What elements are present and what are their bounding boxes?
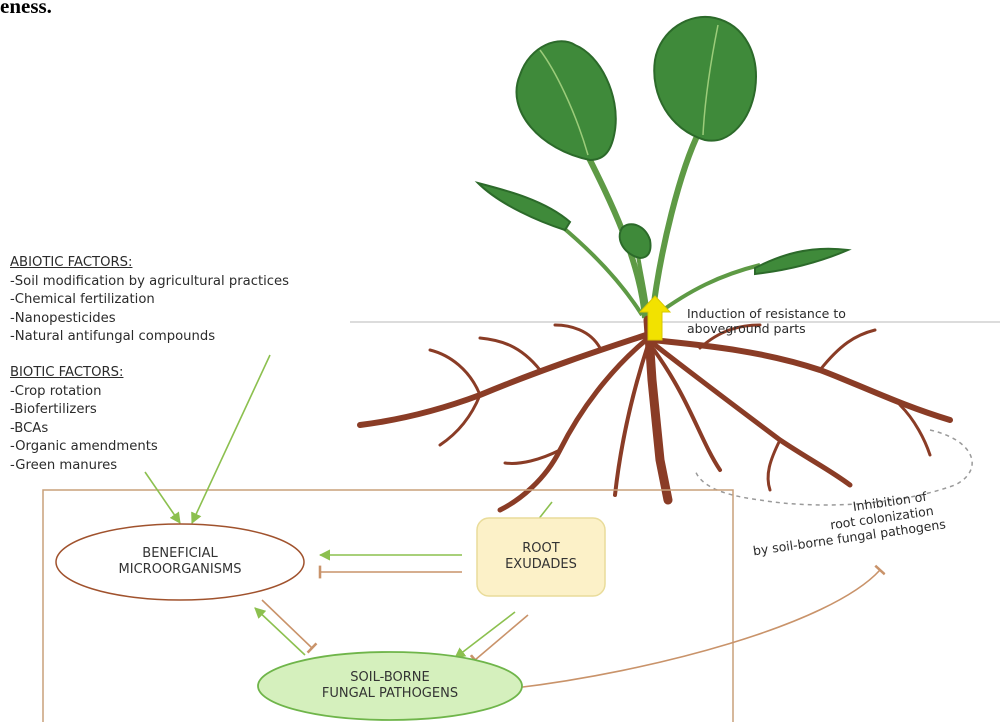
biotic-factor-item: -Green manures	[10, 457, 158, 476]
biotic-factor-item: -Biofertilizers	[10, 401, 158, 420]
plant-shoot	[478, 17, 848, 318]
leaf-left	[516, 41, 615, 160]
biotic-factors-block: BIOTIC FACTORS: -Crop rotation -Bioferti…	[10, 364, 158, 476]
biotic-factors-title: BIOTIC FACTORS:	[10, 364, 158, 383]
abiotic-factor-item: -Chemical fertilization	[10, 291, 289, 310]
biotic-factor-item: -BCAs	[10, 420, 158, 439]
biotic-factor-item: -Crop rotation	[10, 383, 158, 402]
plant-roots	[360, 320, 950, 510]
biotic-arrow	[145, 472, 180, 523]
leaf-small-right	[755, 249, 848, 274]
beneficial-microorganisms-node: BENEFICIAL MICROORGANISMS	[56, 540, 304, 584]
leaf-small-middle	[620, 224, 651, 258]
abiotic-factor-item: -Natural antifungal compounds	[10, 328, 289, 347]
beneficial-pathogen-arrow	[255, 608, 305, 655]
biotic-factor-item: -Organic amendments	[10, 438, 158, 457]
abiotic-factor-item: -Nanopesticides	[10, 310, 289, 329]
abiotic-factor-item: -Soil modification by agricultural pract…	[10, 273, 289, 292]
leaf-small-left	[478, 183, 570, 230]
abiotic-factors-block: ABIOTIC FACTORS: -Soil modification by a…	[10, 254, 289, 347]
abiotic-arrow	[192, 355, 270, 523]
root-exudates-node: ROOT EXUDADES	[477, 535, 605, 579]
soil-borne-pathogens-node: SOIL-BORNE FUNGAL PATHOGENS	[258, 664, 522, 708]
beneficial-inhibits-pathogen	[262, 600, 312, 648]
induction-label: Induction of resistance to aboveground p…	[687, 306, 846, 336]
abiotic-factors-title: ABIOTIC FACTORS:	[10, 254, 289, 273]
leaf-right	[654, 17, 756, 141]
